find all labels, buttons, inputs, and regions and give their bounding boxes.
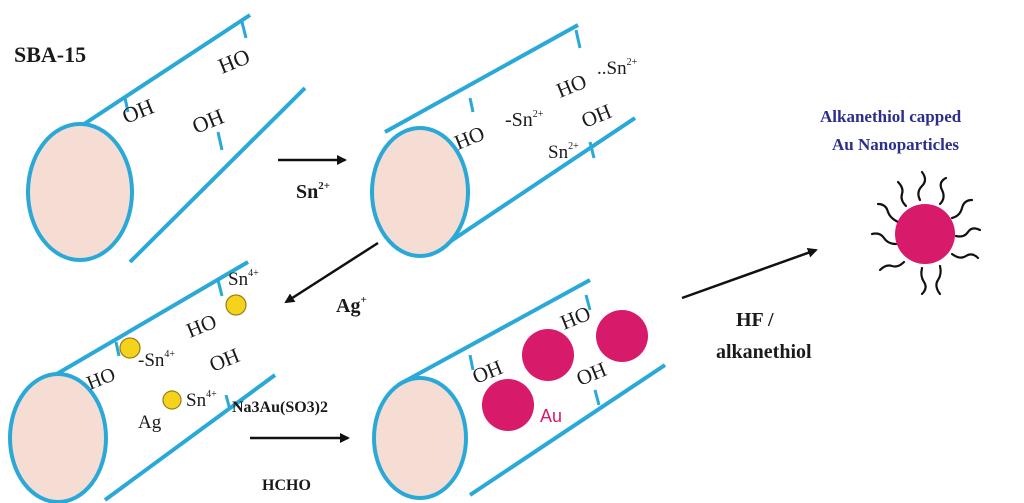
silanol-tick [240, 21, 248, 39]
gold-core [895, 204, 955, 264]
silanol-tick [224, 394, 232, 411]
tube-sn2-loaded [370, 23, 637, 258]
ho-group-label: HO [183, 309, 220, 343]
tube-wall-top [53, 260, 250, 377]
sn2-label: ..Sn2+ [597, 57, 638, 79]
sn2-label: Sn2+ [548, 141, 579, 163]
silanol-tick [584, 294, 592, 311]
gold-nanoparticle [522, 329, 574, 381]
tube-wall-bottom [128, 86, 307, 264]
silver-seed [119, 337, 141, 359]
silanol-tick [468, 97, 475, 113]
step3-reagent-top: Na3Au(SO3)2 [232, 399, 328, 416]
capped-gold-nanoparticle [870, 170, 982, 296]
alkanethiol-chain [920, 266, 927, 296]
silanol-tick [216, 279, 224, 297]
step4-reagent-line1: HF / [736, 309, 774, 331]
oh-group-label: OH [578, 99, 615, 133]
alkanethiol-chain [954, 227, 982, 238]
reaction-arrow-step4 [681, 247, 818, 300]
pore-opening [8, 372, 108, 503]
oh-group-label: OH [189, 104, 228, 139]
product-title-line2: Au Nanoparticles [832, 135, 959, 154]
tube-wall-bottom [103, 373, 277, 502]
pore-opening [370, 126, 470, 258]
oh-group-label: OH [206, 343, 243, 377]
gold-label: Au [540, 406, 562, 426]
tube-sba15 [26, 13, 307, 264]
ho-group-label: HO [553, 69, 590, 103]
step4-reagent-line2: alkanethiol [716, 341, 812, 363]
sn4-label: -Sn4+ [138, 349, 175, 371]
pore-opening [372, 376, 468, 500]
silver-label: Ag [138, 412, 162, 433]
reaction-arrow-step2 [284, 241, 379, 304]
silver-seed [225, 294, 247, 316]
step3-reagent-bottom: HCHO [262, 477, 311, 494]
tube-au-filled [372, 278, 667, 500]
alkanethiol-chain [870, 232, 898, 246]
alkanethiol-chain [896, 180, 908, 208]
tube-wall-top [384, 23, 579, 134]
silanol-tick [114, 341, 121, 357]
sn2-label: -Sn2+ [505, 109, 544, 131]
tube-wall-top [76, 13, 252, 130]
gold-nanoparticle [482, 379, 534, 431]
alkanethiol-chain [950, 198, 974, 220]
sn4-label: Sn4+ [228, 268, 259, 290]
silanol-tick [588, 141, 596, 159]
silanol-tick [216, 131, 224, 151]
step2-reagent: Ag+ [336, 294, 367, 317]
silanol-tick [574, 29, 582, 49]
pore-opening [26, 122, 134, 262]
alkanethiol-chain [938, 176, 948, 206]
alkanethiol-chain [876, 202, 900, 224]
sn4-label: Sn4+ [186, 389, 217, 411]
oh-group-label: OH [573, 357, 610, 391]
step1-reagent: Sn2+ [296, 180, 330, 203]
alkanethiol-chain [917, 170, 927, 202]
silanol-tick [593, 389, 601, 406]
alkanethiol-chain [878, 260, 906, 272]
alkanethiol-chain [950, 252, 980, 260]
gold-nanoparticle [596, 310, 648, 362]
silanol-tick [468, 354, 475, 371]
tube-wall-bottom [468, 363, 667, 497]
tube-wall-top [397, 278, 591, 387]
ho-group-label: HO [215, 44, 254, 79]
alkanethiol-chain [935, 264, 942, 296]
silanol-tick [123, 97, 130, 113]
product-title-line1: Alkanethiol capped [820, 107, 962, 126]
tube-ag-seeded [8, 260, 277, 503]
material-label: SBA-15 [14, 42, 86, 67]
tube-wall-bottom [428, 116, 637, 257]
silver-seed [162, 390, 182, 410]
